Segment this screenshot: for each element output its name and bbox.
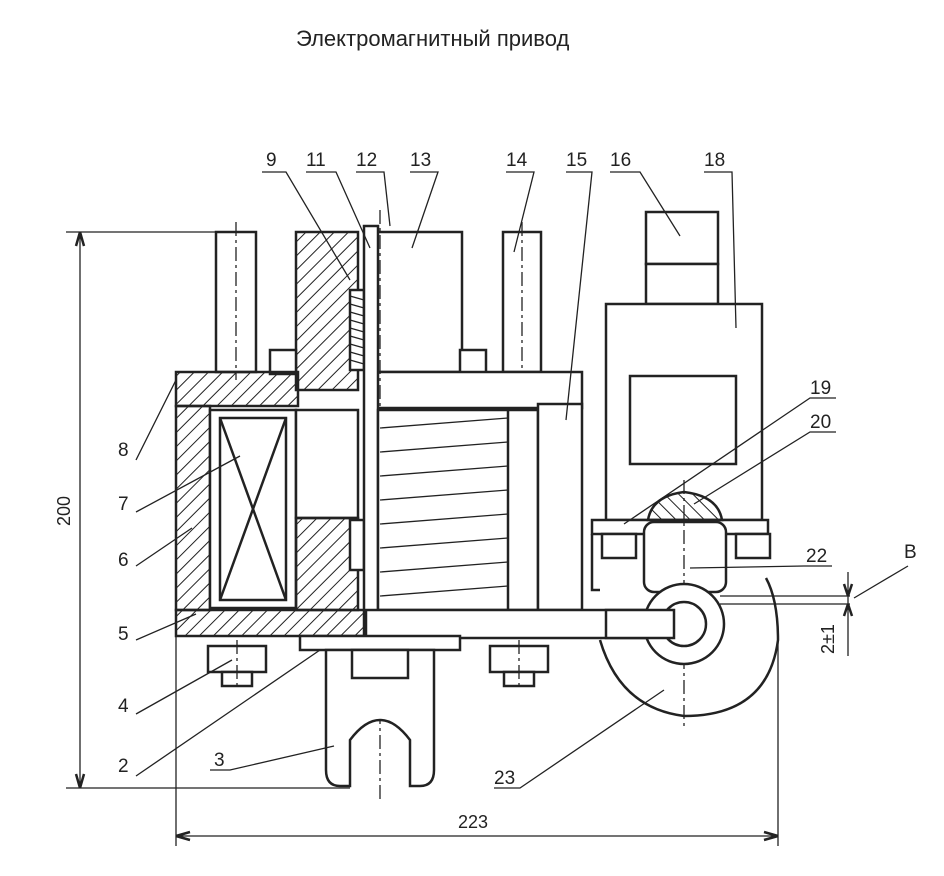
drawing-title: Электромагнитный привод xyxy=(296,26,569,51)
label-8: 8 xyxy=(118,440,129,461)
label-11: 11 xyxy=(306,150,326,171)
label-6: 6 xyxy=(118,550,129,571)
dim-gap-label: 2±1 xyxy=(818,624,838,654)
label-14: 14 xyxy=(506,150,528,171)
spring-11 xyxy=(348,288,366,372)
label-18: 18 xyxy=(704,150,725,171)
label-5: 5 xyxy=(118,624,129,645)
central-rod-12 xyxy=(362,224,380,648)
label-20: 20 xyxy=(810,412,831,433)
hatched-wall-6 xyxy=(174,404,212,612)
roller-housing xyxy=(642,520,728,594)
dimension-width xyxy=(175,636,779,846)
left-rod xyxy=(214,222,258,380)
bolt-right-1 xyxy=(600,532,772,560)
dim-width-label: 223 xyxy=(458,812,488,832)
dimension-height xyxy=(66,231,350,789)
window-18 xyxy=(628,374,738,466)
label-3: 3 xyxy=(214,750,225,771)
core-upper xyxy=(294,408,360,520)
top-plate xyxy=(368,370,584,410)
label-16: 16 xyxy=(610,150,631,171)
disk-23 xyxy=(598,577,780,718)
label-2: 2 xyxy=(118,756,129,777)
block-13 xyxy=(368,230,464,374)
spring-lower xyxy=(348,518,366,572)
coil-7 xyxy=(208,408,298,610)
dimension-gap xyxy=(842,572,854,656)
label-15: 15 xyxy=(566,150,587,171)
leader-lines xyxy=(135,171,909,789)
label-13: 13 xyxy=(410,150,431,171)
block-16-base xyxy=(644,262,720,306)
label-4: 4 xyxy=(118,696,129,717)
hatched-plate-5 xyxy=(174,608,368,638)
plate-15 xyxy=(536,402,584,612)
hatched-core-lower xyxy=(294,516,360,612)
label-7: 7 xyxy=(118,494,129,515)
small-block-left xyxy=(268,348,298,376)
lower-flange xyxy=(298,634,462,652)
label-23: 23 xyxy=(494,768,515,789)
label-12: 12 xyxy=(356,150,377,171)
right-rod xyxy=(501,222,543,380)
hatched-block-9 xyxy=(294,230,360,392)
dim-height-label: 200 xyxy=(54,496,74,526)
nut-left xyxy=(206,640,268,690)
bracket-left xyxy=(590,534,600,592)
label-19: 19 xyxy=(810,378,831,399)
label-22: 22 xyxy=(806,546,827,567)
striped-drum xyxy=(376,408,540,612)
small-block-right xyxy=(458,348,488,376)
fork-3 xyxy=(324,648,436,788)
label-9: 9 xyxy=(266,150,277,171)
nut-right xyxy=(488,640,550,690)
label-b: B xyxy=(904,542,917,563)
block-16 xyxy=(644,210,720,266)
hatched-plate-8 xyxy=(174,370,300,408)
